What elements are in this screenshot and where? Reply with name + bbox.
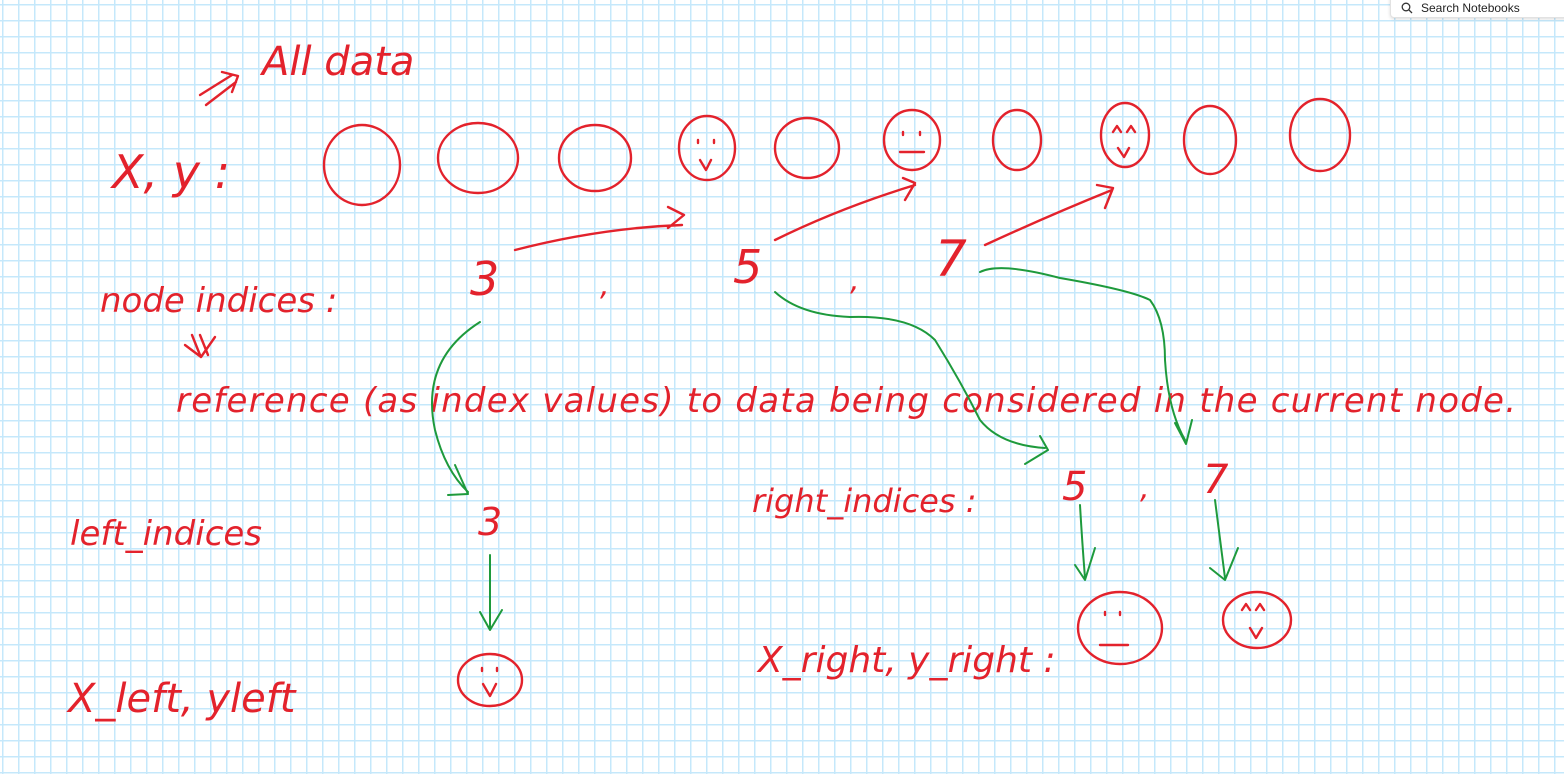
right-index: 5 <box>1062 464 1087 510</box>
red-arrows <box>513 176 1115 252</box>
separator: , <box>600 268 610 303</box>
smile-face-icon <box>456 652 524 708</box>
node-index: 5 <box>733 240 762 294</box>
neutral-face-icon <box>1076 590 1164 666</box>
sample-circle <box>1288 97 1352 173</box>
arrow-icon <box>431 321 481 496</box>
happy-face-icon <box>1221 590 1293 650</box>
implies-arrow-icon <box>198 70 240 107</box>
arrow-icon <box>1209 499 1239 581</box>
arrow-icon <box>479 554 503 631</box>
arrow-icon <box>1074 504 1096 581</box>
reference-description: reference (as index values) to data bein… <box>176 381 1516 421</box>
double-down-arrow-icon <box>183 333 217 359</box>
search-icon <box>1401 2 1413 14</box>
right-indices-label: right_indices : <box>752 482 976 520</box>
search-notebooks-box[interactable]: Search Notebooks <box>1390 0 1564 18</box>
smile-face-icon <box>677 114 737 182</box>
search-placeholder: Search Notebooks <box>1421 1 1520 15</box>
happy-face-icon <box>1099 101 1151 169</box>
node-indices-label: node indices : <box>100 281 337 321</box>
left-index: 3 <box>478 500 502 544</box>
sample-circle <box>1182 104 1238 176</box>
neutral-face-icon <box>882 108 942 172</box>
sample-circle <box>991 108 1043 172</box>
left-indices-label: left_indices <box>70 514 262 554</box>
arrow-icon <box>774 291 1049 465</box>
sample-circle <box>436 121 520 195</box>
all-data-label: All data <box>259 39 414 85</box>
arrow-icon <box>979 267 1193 445</box>
xy-label: X, y : <box>110 145 230 199</box>
sample-circle <box>773 116 841 180</box>
arrow-icon <box>773 176 917 242</box>
x-right-label: X_right, y_right : <box>756 640 1056 681</box>
sample-circle <box>322 123 402 207</box>
x-left-label: X_left, yleft <box>66 676 297 722</box>
data-samples <box>322 97 1352 207</box>
node-index: 7 <box>935 230 967 288</box>
green-arrows <box>431 267 1239 631</box>
arrow-icon <box>983 183 1115 247</box>
node-index: 3 <box>470 252 499 306</box>
sample-circle <box>557 123 633 193</box>
separator: , <box>1140 471 1150 506</box>
right-index: 7 <box>1203 457 1229 503</box>
arrow-icon <box>513 205 686 252</box>
separator: , <box>850 263 860 298</box>
